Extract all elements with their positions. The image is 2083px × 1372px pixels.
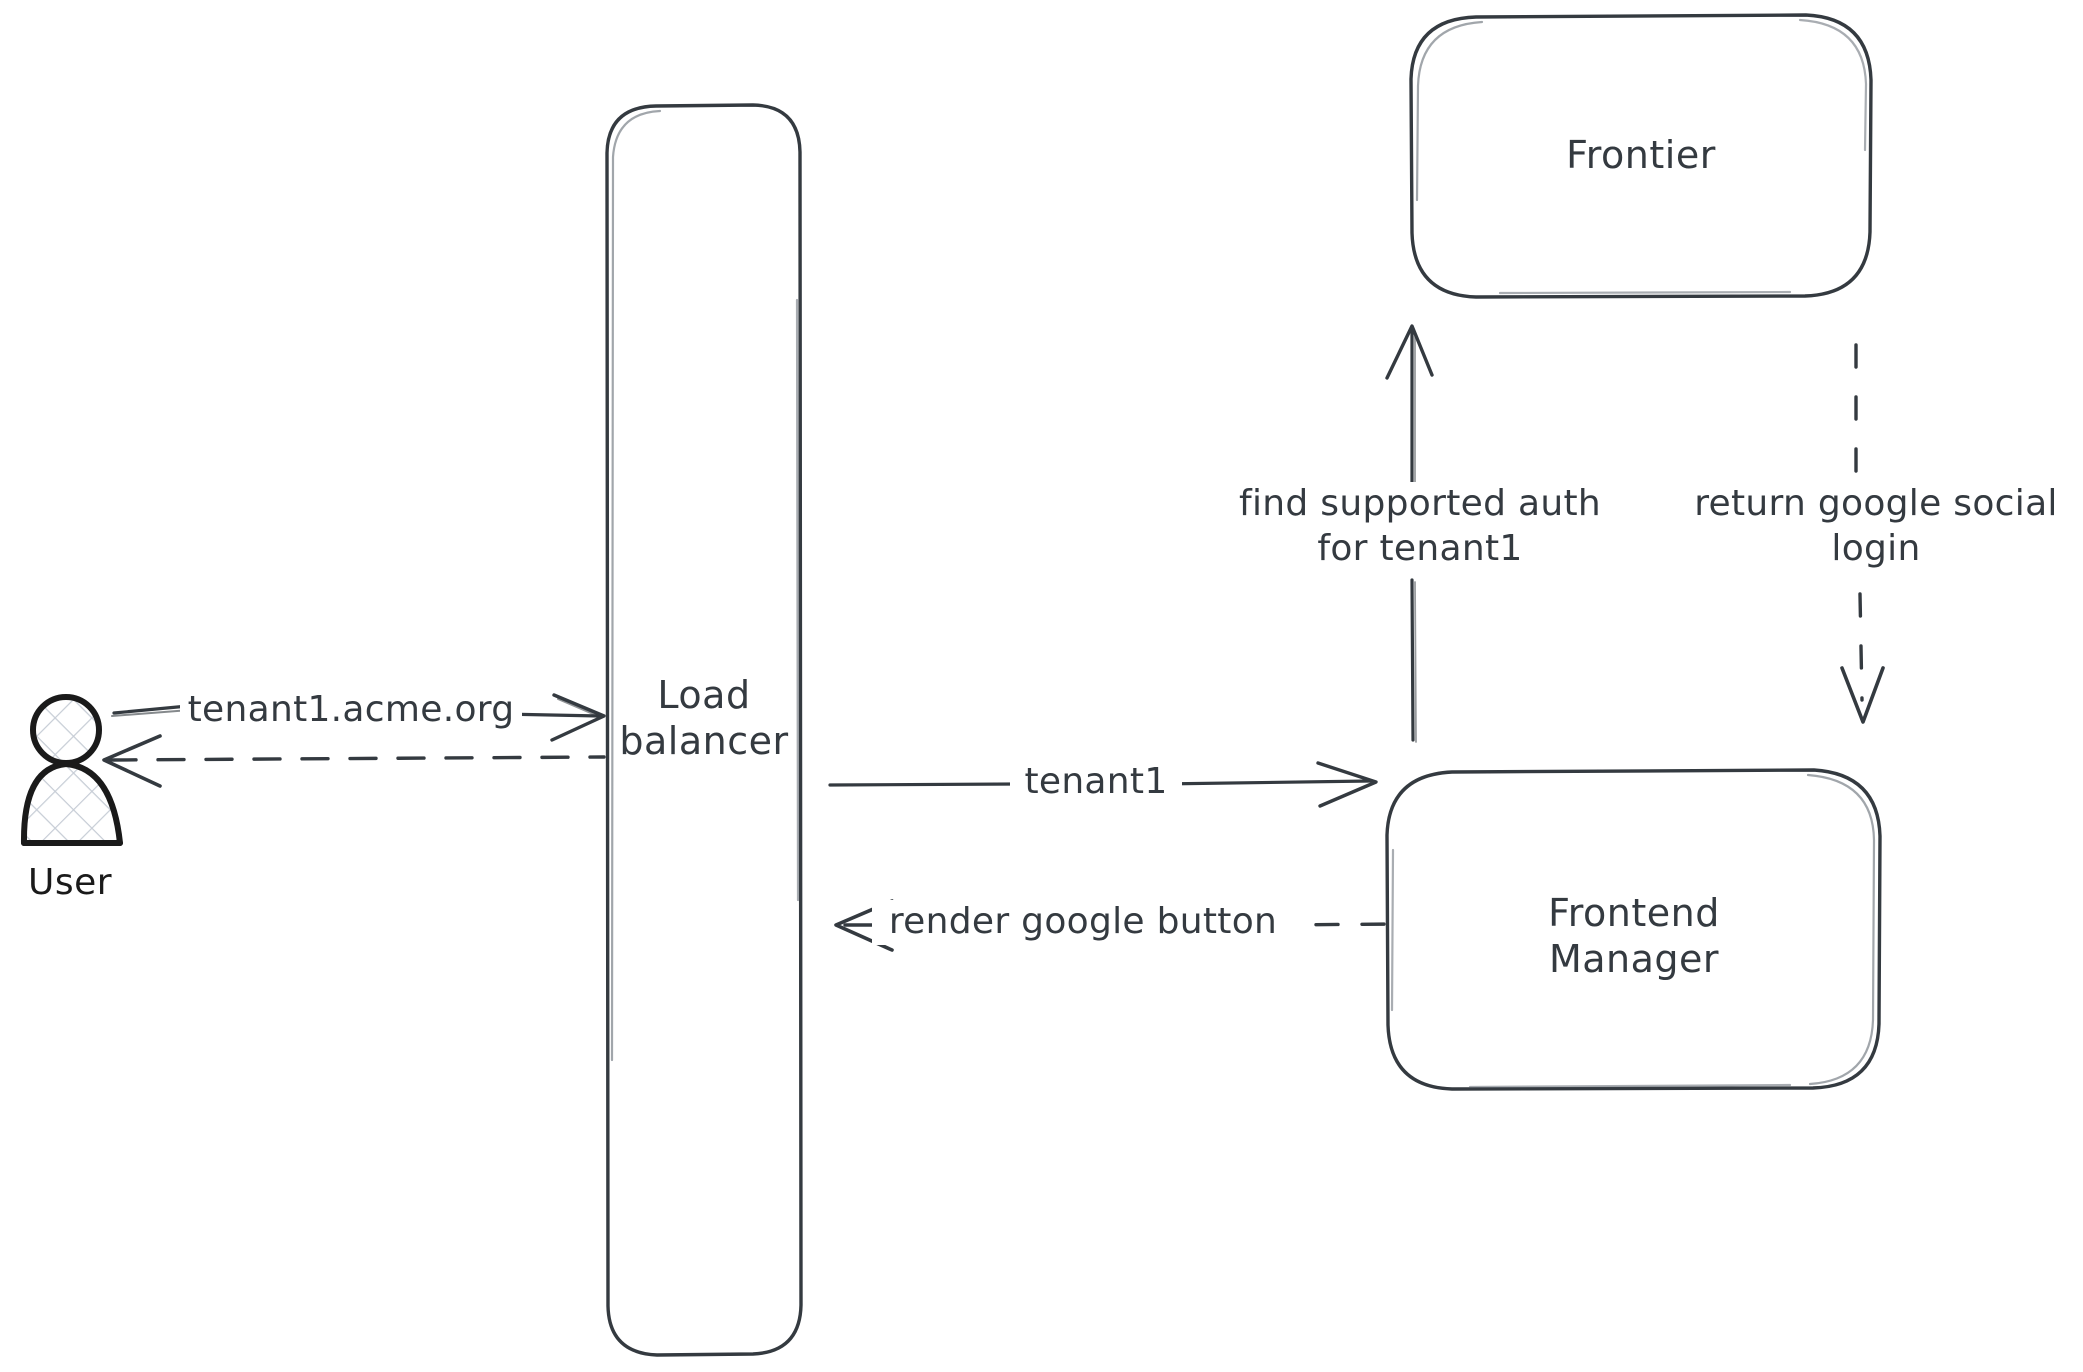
edge-label-tenant1-acme-org: tenant1.acme.org — [180, 688, 522, 733]
edge-frontier-to-fm[interactable] — [1840, 343, 1885, 724]
node-frontier-shape[interactable] — [1409, 13, 1873, 299]
edge-label-return-google-social-login: return google social login — [1660, 482, 2083, 572]
edge-lb-to-user[interactable] — [102, 734, 606, 788]
actor-label-user: User — [27, 862, 113, 903]
edge-label-tenant1: tenant1 — [1010, 760, 1182, 805]
node-load-balancer-shape[interactable] — [605, 103, 803, 1357]
edge-label-render-google-button: render google button — [872, 900, 1294, 945]
edge-label-find-supported-auth: find supported auth for tenant1 — [1204, 482, 1636, 572]
edge-fm-to-frontier[interactable] — [1385, 324, 1434, 743]
edge-lb-to-fm[interactable] — [828, 761, 1378, 808]
node-frontend-manager-shape[interactable] — [1385, 768, 1882, 1091]
user-person-icon — [20, 694, 123, 846]
